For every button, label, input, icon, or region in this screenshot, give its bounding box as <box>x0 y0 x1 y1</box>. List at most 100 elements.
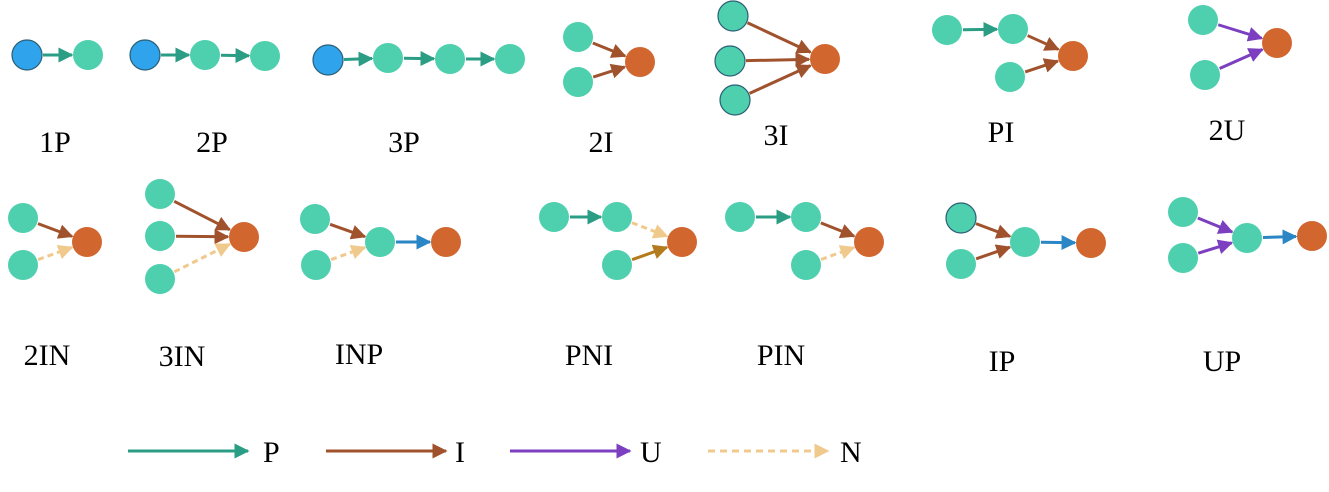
legend-item-u: U <box>510 436 662 469</box>
target-node <box>667 227 697 257</box>
legend-item-i: I <box>326 436 465 469</box>
intermediate-node <box>717 0 749 32</box>
edge-I <box>745 52 811 68</box>
diagram-pni: PNI <box>539 202 697 372</box>
diagram-pin: PIN <box>725 202 884 372</box>
intermediate-node <box>8 203 38 233</box>
diagram-label: INP <box>335 338 383 371</box>
edge-N <box>330 244 367 262</box>
intermediate-node <box>995 62 1025 92</box>
legend-item-n: N <box>708 436 862 469</box>
diagram-label: 2P <box>196 126 228 159</box>
target-node <box>1058 41 1088 71</box>
intermediate-node <box>145 221 175 251</box>
diagram-label: 2I <box>589 126 614 159</box>
intermediate-node <box>8 250 38 280</box>
target-node <box>229 222 259 252</box>
intermediate-node <box>301 250 331 280</box>
diagram-label: 3IN <box>159 340 206 373</box>
edge-I <box>175 229 230 245</box>
target-node <box>1297 221 1327 251</box>
edge-P <box>962 21 999 37</box>
legend-label: U <box>640 436 662 469</box>
diagram-label: 1P <box>39 126 71 159</box>
intermediate-node <box>1010 227 1040 257</box>
diagram-label: 2U <box>1209 114 1246 147</box>
anchor-node <box>11 39 43 71</box>
diagram-label: PIN <box>757 339 805 372</box>
diagram-label: 3P <box>388 126 420 159</box>
intermediate-node <box>932 15 962 45</box>
edge-I <box>173 199 232 232</box>
intermediate-node <box>145 179 175 209</box>
target-node <box>810 44 840 74</box>
edge-N <box>631 221 669 239</box>
diagram-label: UP <box>1203 345 1241 378</box>
edge-U <box>1197 216 1234 234</box>
intermediate-node <box>145 264 175 294</box>
intermediate-node <box>791 250 821 280</box>
diagram-ip: IP <box>945 202 1106 378</box>
intermediate-node <box>791 202 821 232</box>
target-node <box>1262 28 1292 58</box>
edge-I <box>1026 34 1060 51</box>
diagram-3p: 3P <box>312 43 525 159</box>
diagram-2p: 2P <box>129 39 280 159</box>
diagram-3in: 3IN <box>145 179 259 373</box>
diagram-label: PNI <box>565 339 613 372</box>
intermediate-node <box>250 41 280 71</box>
intermediate-node <box>435 44 465 74</box>
diagram-label: IP <box>989 345 1016 378</box>
edge-mixed <box>631 244 669 262</box>
intermediate-node <box>373 43 403 73</box>
diagram-label: 3I <box>764 119 789 152</box>
diagram-2i: 2I <box>563 22 655 159</box>
target-node <box>625 47 655 77</box>
edge-I <box>975 244 1012 261</box>
edge-I <box>37 222 74 239</box>
legend-label: P <box>263 436 280 469</box>
diagram-label: PI <box>988 116 1015 149</box>
intermediate-node <box>946 249 976 279</box>
intermediate-node <box>190 40 220 70</box>
diagram-label: 2IN <box>24 339 71 372</box>
intermediate-node <box>1168 243 1198 273</box>
target-node <box>72 227 102 257</box>
target-node <box>431 227 461 257</box>
intermediate-node <box>725 202 755 232</box>
diagrams-layer: 1P 2P 3P 2I 3I PI 2U 2IN 3IN INP PNI PIN IP UP <box>8 0 1327 378</box>
edge-U <box>1197 239 1234 255</box>
edge-projection <box>1040 235 1077 251</box>
edge-I <box>592 63 627 79</box>
legend-label: I <box>455 436 465 469</box>
edge-I <box>592 41 627 58</box>
intermediate-node <box>73 40 103 70</box>
diagram-pi: PI <box>932 14 1088 149</box>
intermediate-node <box>365 227 395 257</box>
intermediate-node <box>563 67 593 97</box>
intermediate-node <box>719 84 751 116</box>
anchor-node <box>312 44 344 76</box>
diagram-3i: 3I <box>714 0 840 152</box>
edge-I <box>748 64 812 95</box>
edge-I <box>329 222 367 240</box>
edge-P <box>343 51 374 67</box>
target-node <box>854 227 884 257</box>
intermediate-node <box>602 202 632 232</box>
anchor-node <box>129 39 161 71</box>
edge-U <box>1217 23 1264 42</box>
diagram-up: UP <box>1168 197 1327 378</box>
edge-I <box>1024 58 1060 74</box>
target-node <box>1076 228 1106 258</box>
edge-U <box>1219 48 1264 70</box>
intermediate-node <box>539 202 569 232</box>
diagram-2u: 2U <box>1188 5 1292 147</box>
edge-I <box>975 222 1012 239</box>
edge-projection <box>1262 229 1298 245</box>
intermediate-node <box>602 250 632 280</box>
intermediate-node <box>300 204 330 234</box>
diagram-1p: 1P <box>11 39 103 159</box>
edge-N <box>37 244 74 262</box>
